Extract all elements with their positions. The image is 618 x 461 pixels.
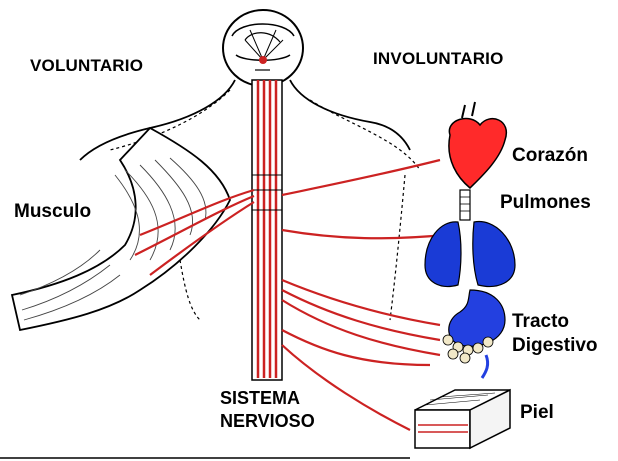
arm-icon (12, 128, 230, 330)
label-muscle: Musculo (14, 202, 91, 221)
brain-icon (223, 10, 303, 86)
label-digestive: Tracto Digestivo (512, 310, 598, 359)
label-digestive-line2: Digestivo (512, 334, 598, 358)
label-digestive-line1: Tracto (512, 310, 598, 334)
heading-involuntary: INVOLUNTARIO (373, 50, 504, 67)
trachea-icon (460, 190, 470, 220)
digestive-icon (443, 290, 505, 378)
heading-voluntary: VOLUNTARIO (30, 57, 143, 74)
spinal-cord (252, 80, 282, 380)
torso-outline (80, 80, 410, 160)
label-skin: Piel (520, 403, 554, 422)
label-system-line2: NERVIOSO (220, 410, 315, 433)
label-lungs: Pulmones (500, 193, 591, 212)
label-heart: Corazón (512, 146, 588, 165)
label-system-line1: SISTEMA (220, 387, 315, 410)
heart-icon (449, 102, 506, 188)
lungs-icon (425, 222, 515, 287)
skin-icon (415, 390, 510, 448)
label-nervous-system: SISTEMA NERVIOSO (220, 387, 315, 433)
